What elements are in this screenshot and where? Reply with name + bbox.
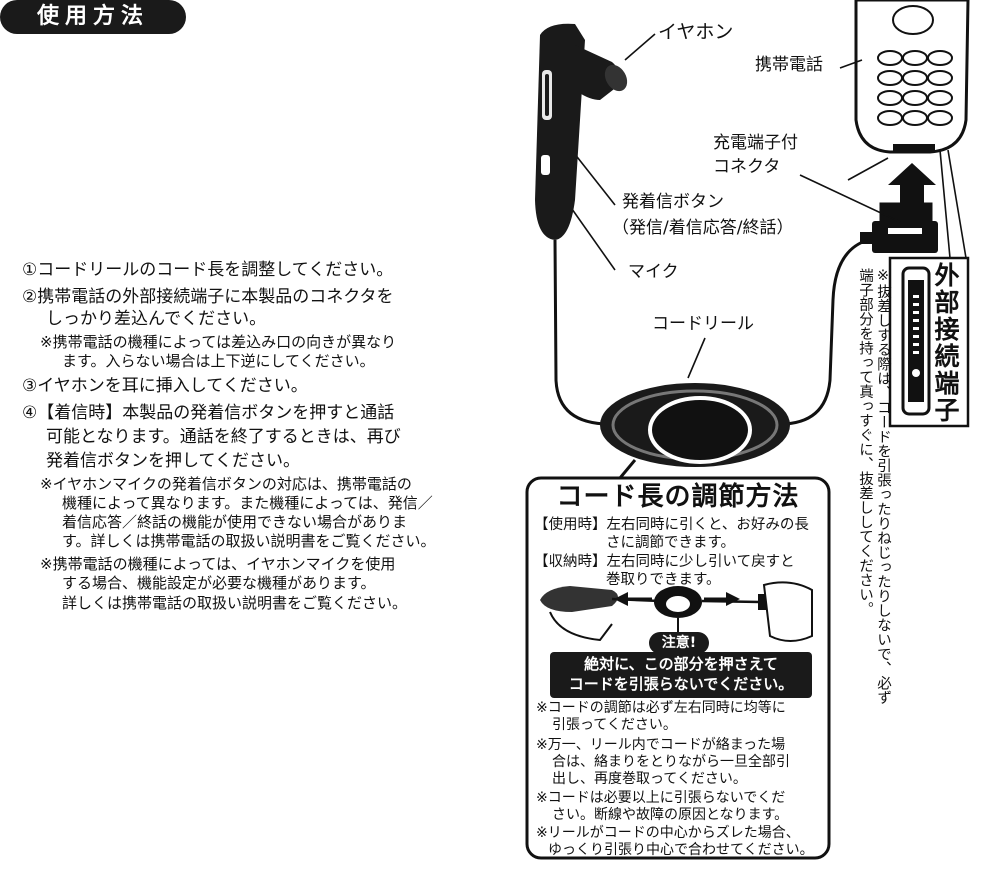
phone-illustration [854,0,970,154]
note-a-line-3: 着信応答／終話の機能が使用できない場合がありま [62,513,408,531]
step-2-line-2: しっかり差込んでください。 [46,309,267,329]
note-b-line-1: ※携帯電話の機種によっては、イヤホンマイクを使用 [40,555,396,573]
external-port-label: 外部接続端子 [931,262,960,424]
usage-heading: 使用方法 [0,0,186,34]
store-instruction-line-1: 【収納時】左右同時に少し引いて戻すと [534,554,795,570]
call-button-label-line-1: 発着信ボタン [622,192,724,212]
connector-label-line-2: コネクタ [713,157,781,177]
note-a-line-4: す。詳しくは携帯電話の取扱い説明書をご覧ください。 [62,532,436,550]
phone-label: 携帯電話 [755,55,823,75]
store-instruction-line-2: 巻取りできます。 [606,572,721,588]
mic-label: マイク [628,262,679,282]
use-instruction-line-1: 【使用時】左右同時に引くと、お好みの長 [534,517,809,533]
note-a-line-1: ※イヤホンマイクの発着信ボタンの対応は、携帯電話の [40,475,412,493]
warning-line-2: コードを引張らないでください。 [568,675,794,693]
warning-banner: 絶対に、この部分を押さえて コードを引張らないでください。 [550,652,812,698]
step-2-line-1: ②携帯電話の外部接続端子に本製品のコネクタを [22,287,394,307]
external-port-illustration [888,256,970,428]
step-4-line-3: 発着信ボタンを押してください。 [46,451,300,471]
caution-badge: 注意! [649,632,709,654]
note-3-line-1: ※コードは必要以上に引張らないでくだ [536,790,786,806]
note-2-line-1: ※万一、リール内でコードが絡まった場 [536,737,786,753]
note-3-line-2: さい。断線や故障の原因となります。 [552,807,789,823]
note-1-line-2: 引張ってください。 [552,717,677,733]
step-2-note-line-1: ※携帯電話の機種によっては差込み口の向きが異なり [40,333,397,351]
note-1-line-1: ※コードの調節は必ず左右同時に均等に [536,700,786,716]
note-4-line-2: ゆっくり引張り中心で合わせてください。 [548,842,814,858]
adjustment-illustration [540,581,813,642]
note-2-line-3: 出し、再度巻取ってください。 [552,771,747,787]
adjustment-title: コード長の調節方法 [556,482,800,512]
step-2-note-line-2: ます。入らない場合は上下逆にしてください。 [62,352,375,370]
connector-illustration [860,202,938,253]
note-2-line-2: 合は、絡まりをとりながら一旦全部引 [552,754,790,770]
note-b-line-3: 詳しくは携帯電話の取扱い説明書をご覧ください。 [62,594,408,612]
warning-line-1: 絶対に、この部分を押さえて [584,655,778,673]
step-4-line-1: ④【着信時】本製品の発着信ボタンを押すと通話 [22,403,395,423]
plug-handling-note: ※抜差しする際は、コードを引張ったりねじったりしないで、必ず端子部分を持って真っ… [857,268,891,705]
earphone-illustration [535,23,628,240]
step-3: ③イヤホンを耳に挿入してください。 [22,376,308,396]
note-4-line-1: ※リールがコードの中心からズレた場合、 [536,825,800,841]
step-1: ①コードリールのコード長を調整してください。 [22,260,394,280]
use-instruction-line-2: さに調節できます。 [606,535,736,551]
step-4-line-2: 可能となります。通話を終了するときは、再び [46,427,401,447]
insert-arrow [888,163,936,205]
note-a-line-2: 機種によって異なります。また機種によっては、発信／ [62,494,433,512]
earphone-label: イヤホン [658,21,734,43]
cord-reel-label: コードリール [652,314,754,334]
call-button-label-line-2: （発信/着信応答/終話） [612,218,794,238]
cord-reel-illustration [600,383,790,467]
connector-label-line-1: 充電端子付 [713,133,798,153]
note-b-line-2: する場合、機能設定が必要な機種があります。 [62,574,376,592]
